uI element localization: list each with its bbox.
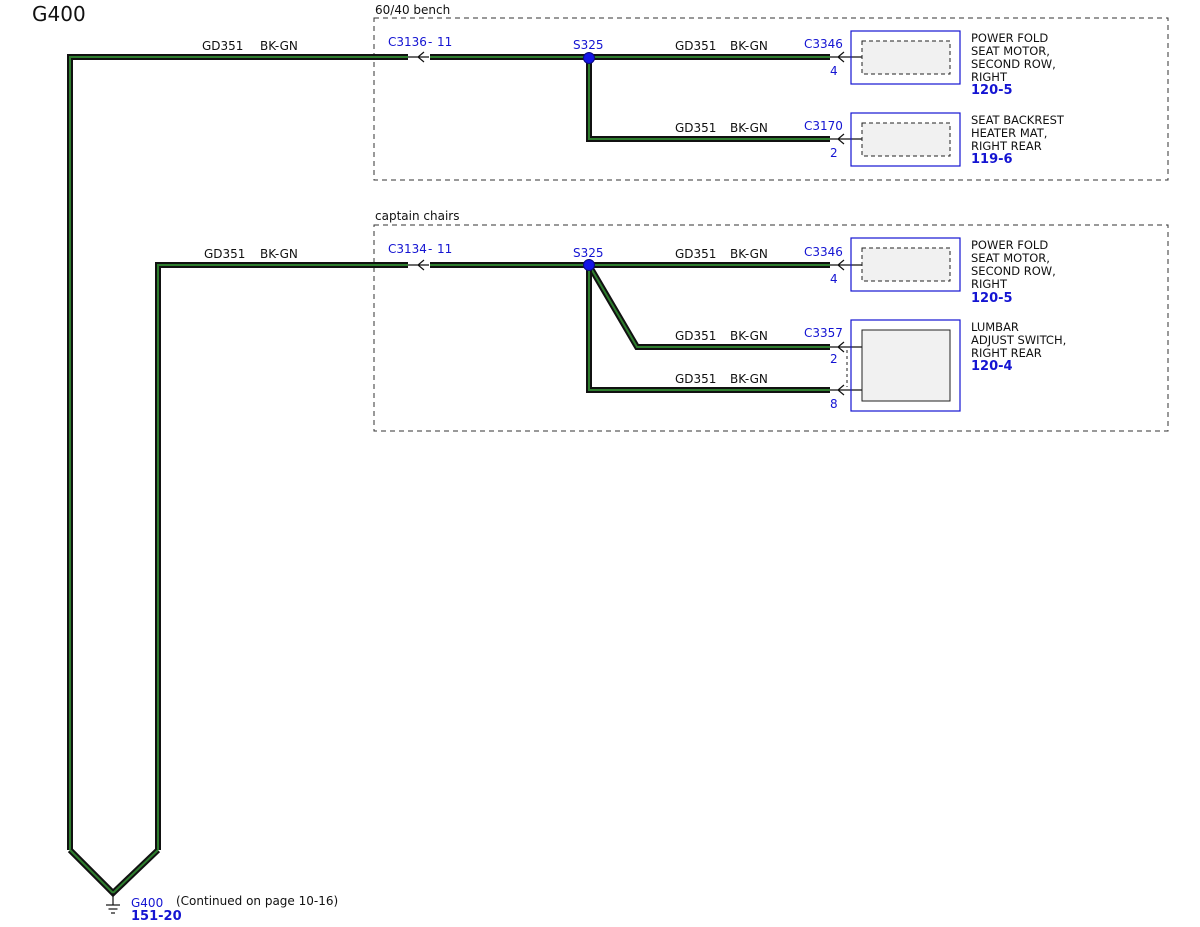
bench-feed-color: BK-GN bbox=[260, 39, 298, 53]
bench-c3346-pin: 4 bbox=[830, 64, 838, 78]
captain-inline-dash: - bbox=[428, 242, 432, 256]
captain-inline-pin: 11 bbox=[437, 242, 452, 256]
bench-option-box bbox=[373, 17, 1169, 181]
bench-c3170-label: C3170 bbox=[804, 119, 843, 133]
ground-icon bbox=[106, 893, 120, 914]
bench-heater-mat-ref[interactable]: 119-6 bbox=[971, 152, 1013, 167]
bench-inline-connector-symbol bbox=[408, 51, 429, 63]
captain-inline-connector-symbol bbox=[408, 259, 429, 271]
captain-lumbar-switch-box bbox=[850, 319, 961, 412]
captain-c3346-label: C3346 bbox=[804, 245, 843, 259]
bench-c3346-label: C3346 bbox=[804, 37, 843, 51]
captain-lumbar-switch-inner bbox=[861, 329, 951, 402]
captain-c3357-pin8: 8 bbox=[830, 397, 838, 411]
bench-splice-dot bbox=[583, 52, 595, 64]
bench-power-fold-motor-name: POWER FOLD SEAT MOTOR, SECOND ROW, RIGHT bbox=[971, 31, 1060, 84]
captain-wire-to-c3357-pin8-core bbox=[588, 265, 830, 391]
captain-feed-color: BK-GN bbox=[260, 247, 298, 261]
captain-c3346-pin: 4 bbox=[830, 272, 838, 286]
bench-branch1-circuit: GD351 bbox=[675, 39, 716, 53]
bench-feed-wire-core bbox=[69, 56, 408, 850]
bench-heater-mat-inner bbox=[861, 122, 951, 157]
bench-splice-label: S325 bbox=[573, 38, 604, 52]
ground-ref[interactable]: 151-20 bbox=[131, 909, 182, 924]
captain-splice-dot bbox=[583, 259, 595, 271]
captain-branch3-color: BK-GN bbox=[730, 372, 768, 386]
captain-power-fold-motor-ref[interactable]: 120-5 bbox=[971, 291, 1013, 306]
captain-c3357-pin2-symbol bbox=[830, 341, 862, 353]
captain-power-fold-motor-inner bbox=[861, 247, 951, 282]
bench-power-fold-motor-box bbox=[850, 30, 961, 85]
bench-branch2-color: BK-GN bbox=[730, 121, 768, 135]
captain-lumbar-switch-name: LUMBAR ADJUST SWITCH, RIGHT REAR bbox=[971, 320, 1070, 360]
bench-c3170-pin-symbol bbox=[830, 133, 862, 145]
bench-feed-wire bbox=[67, 54, 408, 850]
captain-power-fold-motor-box bbox=[850, 237, 961, 292]
bench-option-label: 60/40 bench bbox=[375, 3, 450, 17]
captain-branch1-color: BK-GN bbox=[730, 247, 768, 261]
bench-feed-circuit: GD351 bbox=[202, 39, 243, 53]
bench-wire-to-c3170-core bbox=[588, 57, 830, 140]
ground-continued-note: (Continued on page 10-16) bbox=[176, 894, 338, 908]
captain-c3346-pin-symbol bbox=[830, 259, 862, 271]
captain-branch3-circuit: GD351 bbox=[675, 372, 716, 386]
bench-c3170-pin: 2 bbox=[830, 146, 838, 160]
captain-branch2-color: BK-GN bbox=[730, 329, 768, 343]
bench-inline-pin: 11 bbox=[437, 35, 452, 49]
captain-feed-wire bbox=[155, 262, 408, 850]
captain-power-fold-motor-name: POWER FOLD SEAT MOTOR, SECOND ROW, RIGHT bbox=[971, 238, 1060, 291]
captain-splice-label: S325 bbox=[573, 246, 604, 260]
captain-lumbar-switch-ref[interactable]: 120-4 bbox=[971, 359, 1013, 374]
bench-heater-mat-name: SEAT BACKREST HEATER MAT, RIGHT REAR bbox=[971, 113, 1068, 153]
ground-name: G400 bbox=[131, 896, 163, 910]
page-title: G400 bbox=[32, 2, 86, 26]
bench-c3346-pin-symbol bbox=[830, 51, 862, 63]
captain-wire-to-c3357-pin2-core bbox=[588, 264, 830, 348]
bench-inline-dash: - bbox=[428, 35, 432, 49]
captain-feed-wire-core bbox=[157, 264, 408, 850]
captain-inline-connector: C3134 bbox=[388, 242, 427, 256]
ground-junction-wire bbox=[67, 847, 161, 898]
captain-c3357-pin2: 2 bbox=[830, 352, 838, 366]
captain-branch1-circuit: GD351 bbox=[675, 247, 716, 261]
ground-junction-wire-core bbox=[69, 849, 159, 895]
bench-power-fold-motor-ref[interactable]: 120-5 bbox=[971, 83, 1013, 98]
captain-c3357-pin8-symbol bbox=[830, 384, 862, 396]
captain-branch2-circuit: GD351 bbox=[675, 329, 716, 343]
captain-c3357-label: C3357 bbox=[804, 326, 843, 340]
bench-inline-connector: C3136 bbox=[388, 35, 427, 49]
bench-heater-mat-box bbox=[850, 112, 961, 167]
captain-option-box bbox=[373, 224, 1169, 432]
bench-branch2-circuit: GD351 bbox=[675, 121, 716, 135]
bench-branch1-color: BK-GN bbox=[730, 39, 768, 53]
captain-feed-circuit: GD351 bbox=[204, 247, 245, 261]
bench-power-fold-motor-inner bbox=[861, 40, 951, 75]
captain-option-label: captain chairs bbox=[375, 209, 459, 223]
